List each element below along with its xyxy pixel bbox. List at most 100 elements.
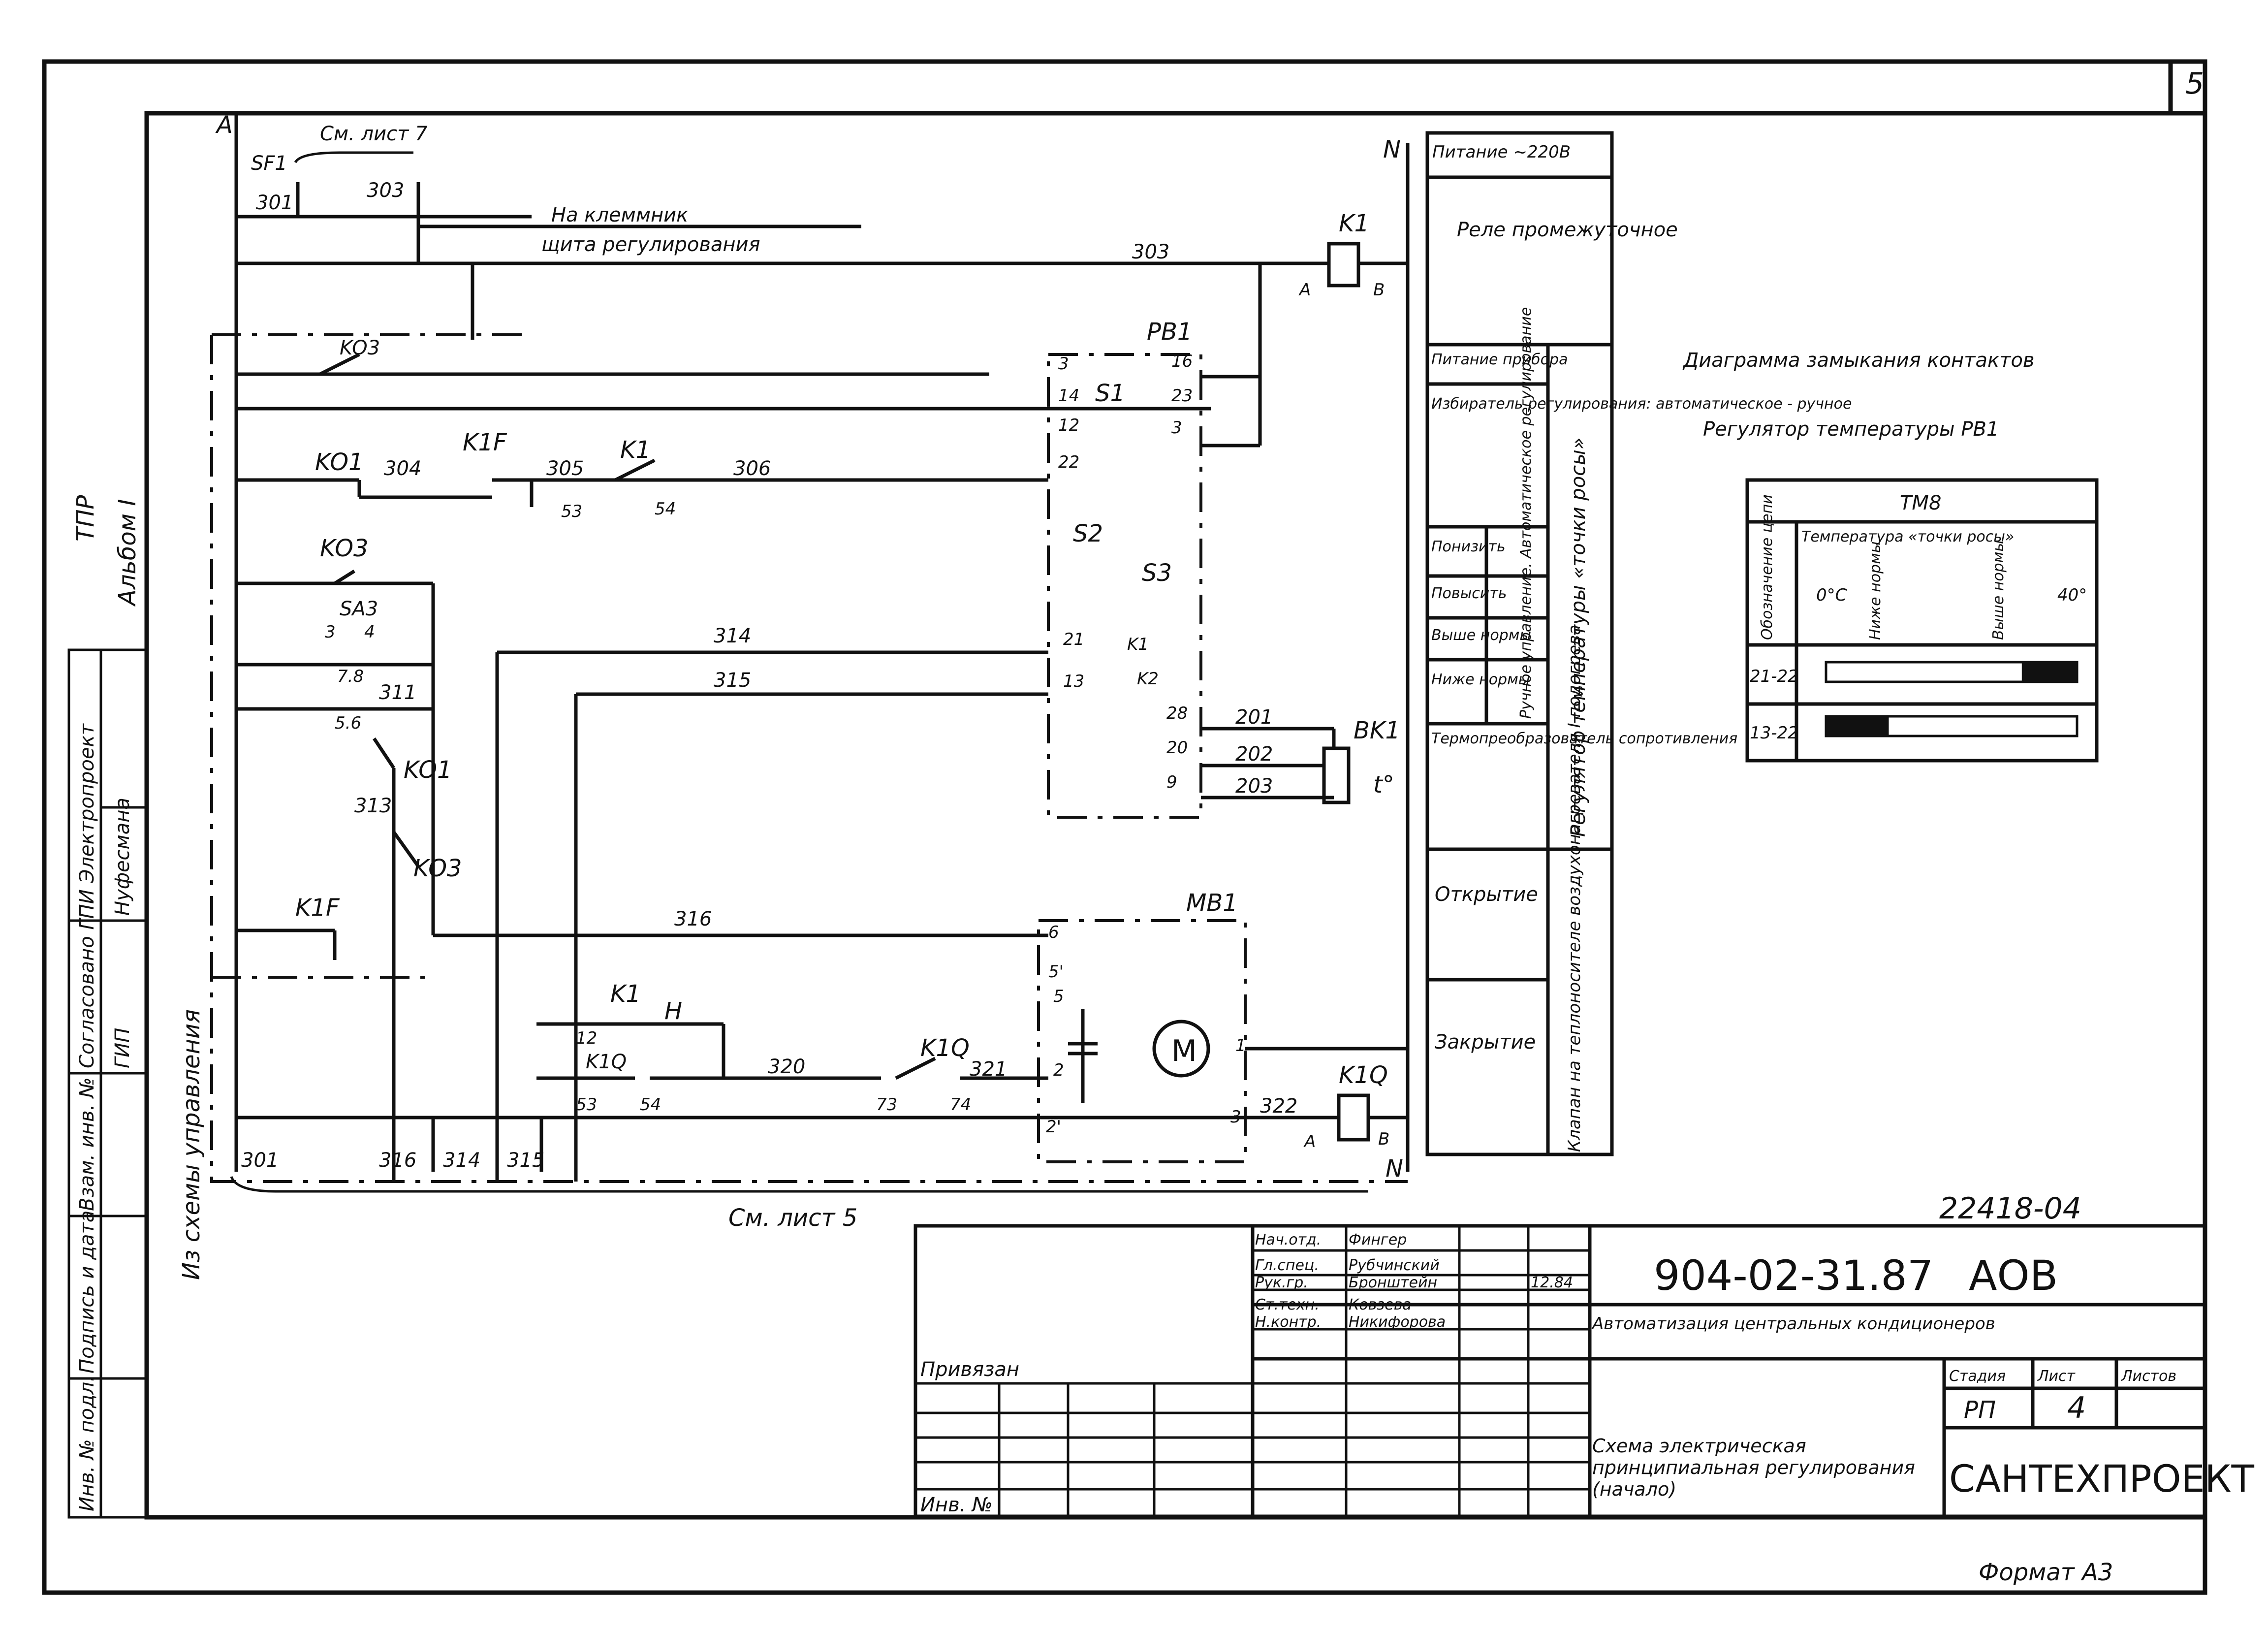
bk1-sensor: [1322, 746, 1351, 804]
svg-text:20: 20: [1166, 738, 1188, 758]
svg-text:PB1: PB1: [1147, 318, 1192, 346]
svg-text:306: 306: [733, 457, 771, 480]
svg-text:6: 6: [1048, 923, 1059, 942]
svg-text:KO3: KO3: [340, 337, 380, 359]
gip-name: Нуфесмана: [111, 798, 134, 916]
rail-n-label: N: [1383, 136, 1401, 163]
drawing-title: Схема электрическая принципиальная регул…: [1592, 1435, 1916, 1500]
svg-text:A: A: [1303, 1132, 1316, 1152]
left-stamp: Согласовано ГПИ Электропроект ГИП Нуфесм…: [67, 648, 148, 1519]
terminal-note-1: На клеммник: [551, 204, 688, 226]
svg-text:1: 1: [1235, 1036, 1246, 1056]
svg-text:13-22: 13-22: [1750, 723, 1798, 743]
svg-text:Избиратель регулирования: авто: Избиратель регулирования: автоматическое…: [1431, 395, 1852, 413]
svg-text:5': 5': [1048, 962, 1064, 982]
svg-text:314: 314: [714, 625, 751, 647]
from-control-scheme: Из схемы управления: [178, 1009, 205, 1280]
pb1-box: [1047, 353, 1202, 819]
svg-text:t°: t°: [1373, 771, 1394, 799]
svg-text:Открытие: Открытие: [1435, 883, 1538, 906]
svg-text:311: 311: [379, 681, 416, 704]
svg-text:K1: K1: [610, 980, 641, 1008]
svg-text:BK1: BK1: [1354, 717, 1400, 744]
svg-text:73: 73: [876, 1095, 897, 1115]
svg-text:40°: 40°: [2057, 585, 2087, 605]
svg-text:12.84: 12.84: [1531, 1274, 1573, 1291]
svg-text:Выше нормы: Выше нормы: [1990, 540, 2007, 640]
terminal-note-2: щита регулирования: [541, 233, 760, 256]
svg-text:Фингер: Фингер: [1349, 1231, 1407, 1248]
sheet-number: 5: [2185, 66, 2204, 101]
svg-text:H: H: [664, 997, 682, 1025]
svg-text:САНТЕХПРОЕКТ: САНТЕХПРОЕКТ: [1949, 1457, 2254, 1501]
svg-text:53: 53: [561, 502, 582, 521]
svg-text:2: 2: [1053, 1060, 1064, 1080]
bar-fill-21-22: [2021, 662, 2077, 682]
svg-text:Питание прибора: Питание прибора: [1431, 351, 1568, 368]
gip-label: ГИП: [111, 1028, 134, 1068]
svg-text:M: M: [1171, 1034, 1197, 1068]
rail-a-label: A: [215, 111, 233, 139]
svg-text:K1Q: K1Q: [1339, 1061, 1388, 1089]
svg-text:315: 315: [507, 1149, 544, 1172]
svg-text:K2: K2: [1137, 669, 1159, 689]
svg-text:Повысить: Повысить: [1431, 585, 1507, 602]
album-label: Альбом I: [114, 499, 141, 607]
svg-text:K1: K1: [1339, 210, 1369, 237]
svg-text:A: A: [1298, 280, 1311, 300]
svg-text:S3: S3: [1142, 559, 1172, 587]
svg-text:Ниже нормы: Ниже нормы: [1867, 542, 1884, 640]
svg-text:3: 3: [325, 622, 336, 642]
svg-text:Инв. №: Инв. №: [920, 1494, 993, 1516]
svg-text:4: 4: [2067, 1391, 2086, 1425]
svg-text:KO3: KO3: [320, 535, 369, 562]
svg-text:B: B: [1378, 1129, 1389, 1149]
svg-text:3: 3: [1058, 354, 1069, 374]
svg-text:Реле промежуточное: Реле промежуточное: [1457, 219, 1678, 241]
svg-text:ТМ8: ТМ8: [1900, 492, 1941, 514]
svg-text:13: 13: [1063, 672, 1084, 691]
svg-text:S2: S2: [1073, 520, 1103, 547]
svg-text:2': 2': [1046, 1117, 1061, 1137]
svg-text:Ручное управление. Автоматичес: Ручное управление. Автоматическое регули…: [1517, 307, 1535, 719]
svg-text:Закрытие: Закрытие: [1435, 1031, 1536, 1054]
svg-text:320: 320: [768, 1056, 805, 1078]
schematic: A N N SF1 См. лист 7 301 303 303 На клем…: [178, 111, 1410, 1280]
svg-text:9: 9: [1166, 772, 1177, 792]
svg-text:316: 316: [674, 908, 712, 930]
title-block: 22418-04 Нач.отд. Финг: [914, 1191, 2254, 1518]
sign-date-label: Подпись и дата: [76, 1211, 98, 1374]
svg-text:14: 14: [1058, 386, 1079, 406]
svg-text:304: 304: [384, 457, 421, 480]
svg-text:Клапан на теплоносителе воздух: Клапан на теплоносителе воздухонагревате…: [1565, 625, 1584, 1152]
svg-text:Регулятор температуры PB1: Регулятор температуры PB1: [1703, 418, 1999, 441]
svg-text:SA3: SA3: [340, 598, 378, 620]
svg-text:Бронштейн: Бронштейн: [1349, 1274, 1437, 1291]
svg-text:201: 201: [1235, 706, 1273, 729]
svg-text:Нач.отд.: Нач.отд.: [1255, 1231, 1321, 1248]
svg-text:MB1: MB1: [1186, 889, 1238, 917]
svg-text:301: 301: [241, 1149, 279, 1172]
outer-frame: [42, 59, 2207, 1595]
svg-text:313: 313: [354, 795, 392, 817]
svg-text:314: 314: [443, 1149, 480, 1172]
svg-text:Понизить: Понизить: [1431, 538, 1506, 555]
bar-fill-13-22: [1826, 716, 1889, 736]
svg-text:K1Q: K1Q: [586, 1051, 627, 1073]
svg-text:Стадия: Стадия: [1949, 1368, 2006, 1385]
svg-text:321: 321: [970, 1058, 1007, 1081]
svg-text:301: 301: [256, 192, 293, 214]
svg-text:Н.контр.: Н.контр.: [1255, 1313, 1321, 1331]
svg-text:Привязан: Привязан: [920, 1358, 1019, 1381]
svg-text:Питание ~220В: Питание ~220В: [1432, 142, 1571, 162]
svg-text:Температура «точки росы»: Температура «точки росы»: [1801, 528, 2014, 545]
people-grid: [915, 1226, 1590, 1516]
svg-text:Обозначение цепи: Обозначение цепи: [1759, 494, 1776, 640]
pb1-terminals: 3 16 14 23 12 3 22 21 13 28 20 9: [1058, 352, 1193, 792]
svg-text:K1: K1: [620, 436, 651, 464]
album-tpr: ТПР: [72, 495, 99, 542]
svg-text:KO3: KO3: [413, 855, 462, 882]
mb1-box: [1037, 919, 1247, 1163]
